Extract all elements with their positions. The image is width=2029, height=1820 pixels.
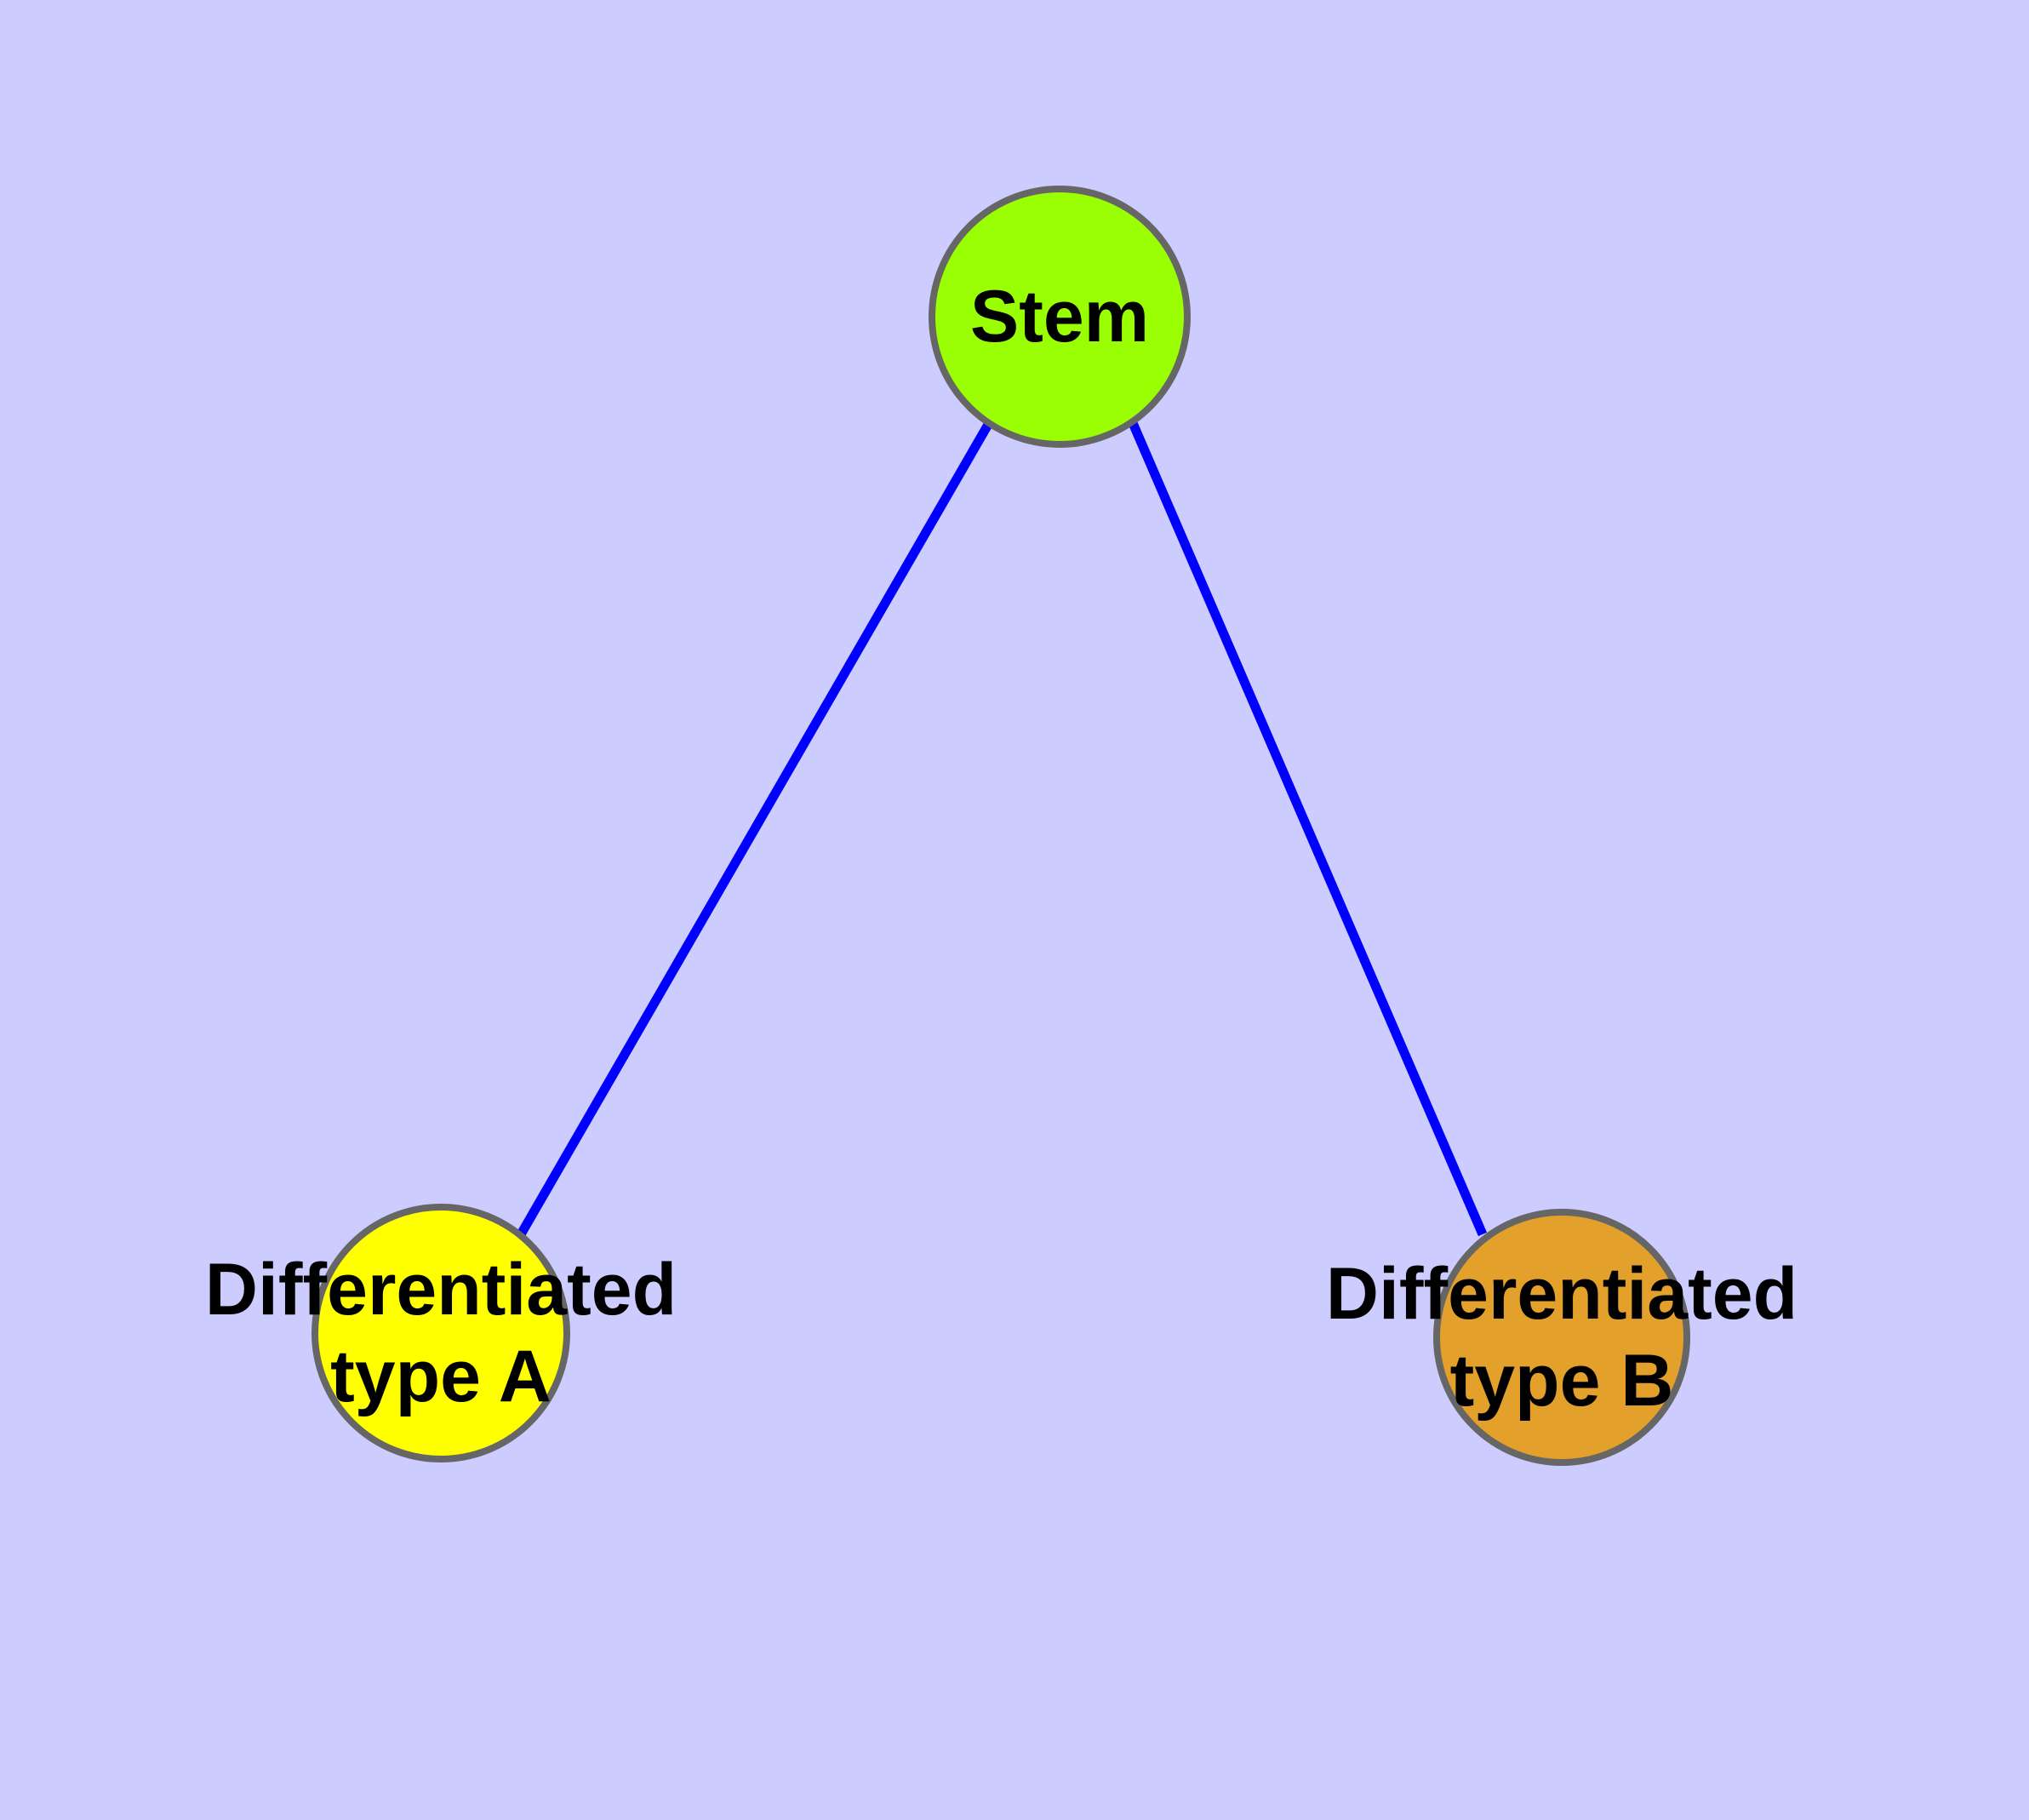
graph-node-stem[interactable] bbox=[929, 186, 1191, 448]
graph-edge-stem-to-diff-a[interactable] bbox=[517, 421, 993, 1237]
node-label-line: Stem bbox=[970, 276, 1149, 358]
node-label-line: Differentiated bbox=[205, 1249, 677, 1331]
graph-edge-stem-to-diff-b[interactable] bbox=[1128, 421, 1488, 1237]
node-label-line: type B bbox=[1450, 1340, 1674, 1422]
graph-node-diff-a[interactable] bbox=[311, 1204, 570, 1462]
nodes-layer bbox=[311, 186, 1690, 1466]
graph-node-diff-b[interactable] bbox=[1433, 1209, 1690, 1466]
edges-layer bbox=[517, 421, 1488, 1237]
node-label-line: type A bbox=[330, 1336, 552, 1417]
node-label-line: Differentiated bbox=[1326, 1253, 1798, 1335]
node-label-stem: Stem bbox=[970, 276, 1149, 358]
